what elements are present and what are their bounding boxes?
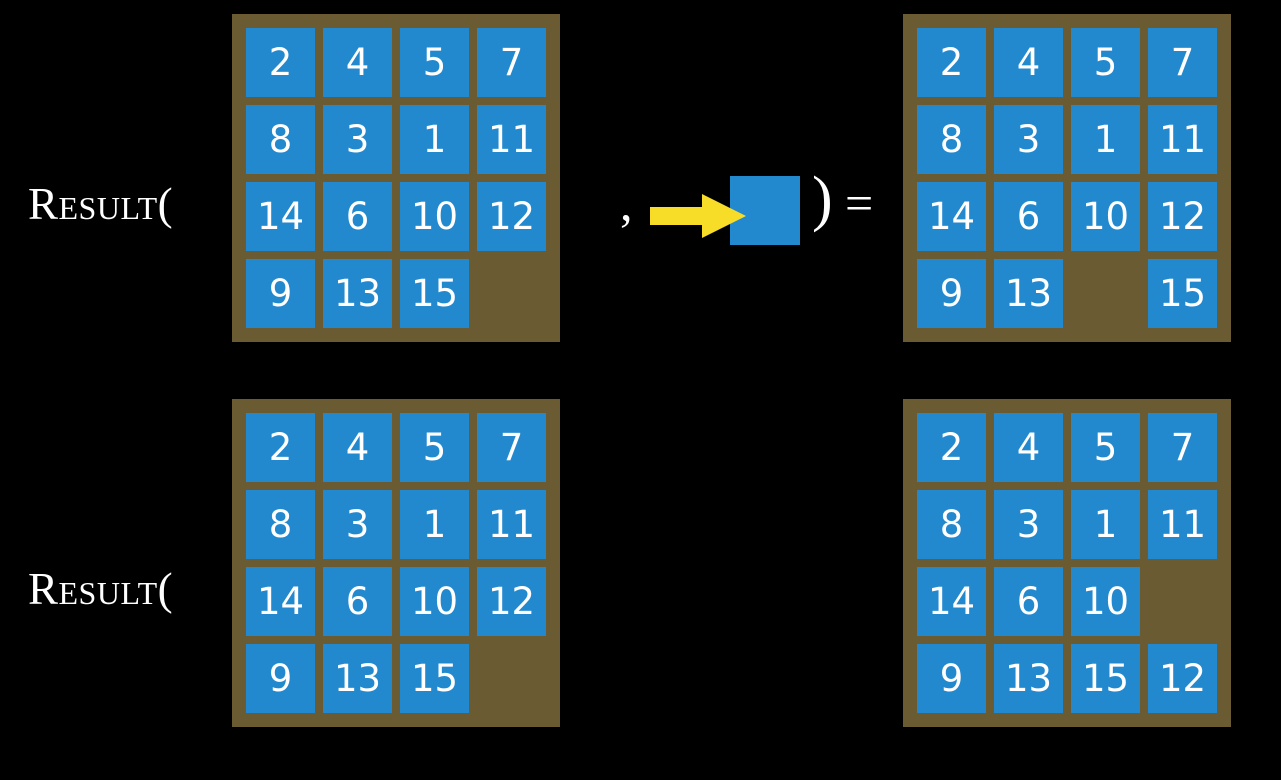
puzzle-tile[interactable]: 7	[1148, 413, 1217, 482]
puzzle-tile[interactable]: 4	[323, 28, 392, 97]
puzzle-tile[interactable]: 9	[246, 259, 315, 328]
puzzle-tile[interactable]: 5	[400, 28, 469, 97]
puzzle-tile[interactable]: 1	[1071, 105, 1140, 174]
empty-cell	[477, 259, 546, 328]
puzzle-tile[interactable]: 12	[477, 567, 546, 636]
equals-sign: =	[845, 175, 874, 231]
puzzle-tile[interactable]: 1	[1071, 490, 1140, 559]
result-function-label: Result(	[28, 179, 174, 229]
puzzle-tile[interactable]: 11	[477, 105, 546, 174]
puzzle-tile[interactable]: 5	[1071, 28, 1140, 97]
puzzle-tile[interactable]: 8	[917, 105, 986, 174]
puzzle-tile[interactable]: 9	[246, 644, 315, 713]
puzzle-tile[interactable]: 2	[246, 28, 315, 97]
puzzle-tile[interactable]: 12	[1148, 644, 1217, 713]
puzzle-tile[interactable]: 2	[246, 413, 315, 482]
puzzle-tile[interactable]: 14	[917, 567, 986, 636]
empty-cell	[1071, 259, 1140, 328]
puzzle-tile[interactable]: 8	[917, 490, 986, 559]
right-arrow-icon	[650, 194, 746, 238]
puzzle-tile[interactable]: 4	[994, 413, 1063, 482]
puzzle-tile[interactable]: 10	[1071, 182, 1140, 251]
puzzle-tile[interactable]: 3	[323, 105, 392, 174]
blank-tile-icon	[730, 176, 800, 245]
puzzle-tile[interactable]: 3	[323, 490, 392, 559]
puzzle-tile[interactable]: 8	[246, 105, 315, 174]
close-paren: )	[812, 165, 833, 233]
puzzle-tile[interactable]: 1	[400, 105, 469, 174]
puzzle-tile[interactable]: 4	[994, 28, 1063, 97]
puzzle-tile[interactable]: 11	[1148, 490, 1217, 559]
puzzle-tile[interactable]: 6	[994, 182, 1063, 251]
empty-cell	[477, 644, 546, 713]
puzzle-tile[interactable]: 2	[917, 28, 986, 97]
puzzle-tile[interactable]: 14	[246, 567, 315, 636]
puzzle-tile[interactable]: 10	[400, 567, 469, 636]
action-move-right[interactable]	[650, 170, 810, 260]
puzzle-tile[interactable]: 3	[994, 490, 1063, 559]
puzzle-tile[interactable]: 6	[323, 567, 392, 636]
puzzle-tile[interactable]: 13	[994, 644, 1063, 713]
puzzle-tile[interactable]: 15	[1148, 259, 1217, 328]
puzzle-tile[interactable]: 13	[323, 644, 392, 713]
comma-separator: ,	[620, 175, 633, 231]
puzzle-tile[interactable]: 2	[917, 413, 986, 482]
result-function-label: Result(	[28, 564, 174, 614]
puzzle-tile[interactable]: 6	[994, 567, 1063, 636]
puzzle-tile[interactable]: 5	[400, 413, 469, 482]
puzzle-tile[interactable]: 12	[1148, 182, 1217, 251]
puzzle-tile[interactable]: 7	[1148, 28, 1217, 97]
puzzle-tile[interactable]: 11	[477, 490, 546, 559]
puzzle-tile[interactable]: 1	[400, 490, 469, 559]
puzzle-tile[interactable]: 13	[323, 259, 392, 328]
puzzle-tile[interactable]: 7	[477, 413, 546, 482]
puzzle-tile[interactable]: 15	[400, 259, 469, 328]
puzzle-tile[interactable]: 13	[994, 259, 1063, 328]
puzzle-tile[interactable]: 4	[323, 413, 392, 482]
puzzle-tile[interactable]: 3	[994, 105, 1063, 174]
puzzle-tile[interactable]: 5	[1071, 413, 1140, 482]
puzzle-tile[interactable]: 11	[1148, 105, 1217, 174]
puzzle-tile[interactable]: 9	[917, 259, 986, 328]
puzzle-tile[interactable]: 14	[917, 182, 986, 251]
puzzle-tile[interactable]: 7	[477, 28, 546, 97]
puzzle-tile[interactable]: 15	[400, 644, 469, 713]
puzzle-tile[interactable]: 6	[323, 182, 392, 251]
puzzle-tile[interactable]: 12	[477, 182, 546, 251]
puzzle-tile[interactable]: 8	[246, 490, 315, 559]
puzzle-tile[interactable]: 9	[917, 644, 986, 713]
puzzle-tile[interactable]: 15	[1071, 644, 1140, 713]
empty-cell	[1148, 567, 1217, 636]
puzzle-tile[interactable]: 14	[246, 182, 315, 251]
puzzle-tile[interactable]: 10	[400, 182, 469, 251]
puzzle-tile[interactable]: 10	[1071, 567, 1140, 636]
